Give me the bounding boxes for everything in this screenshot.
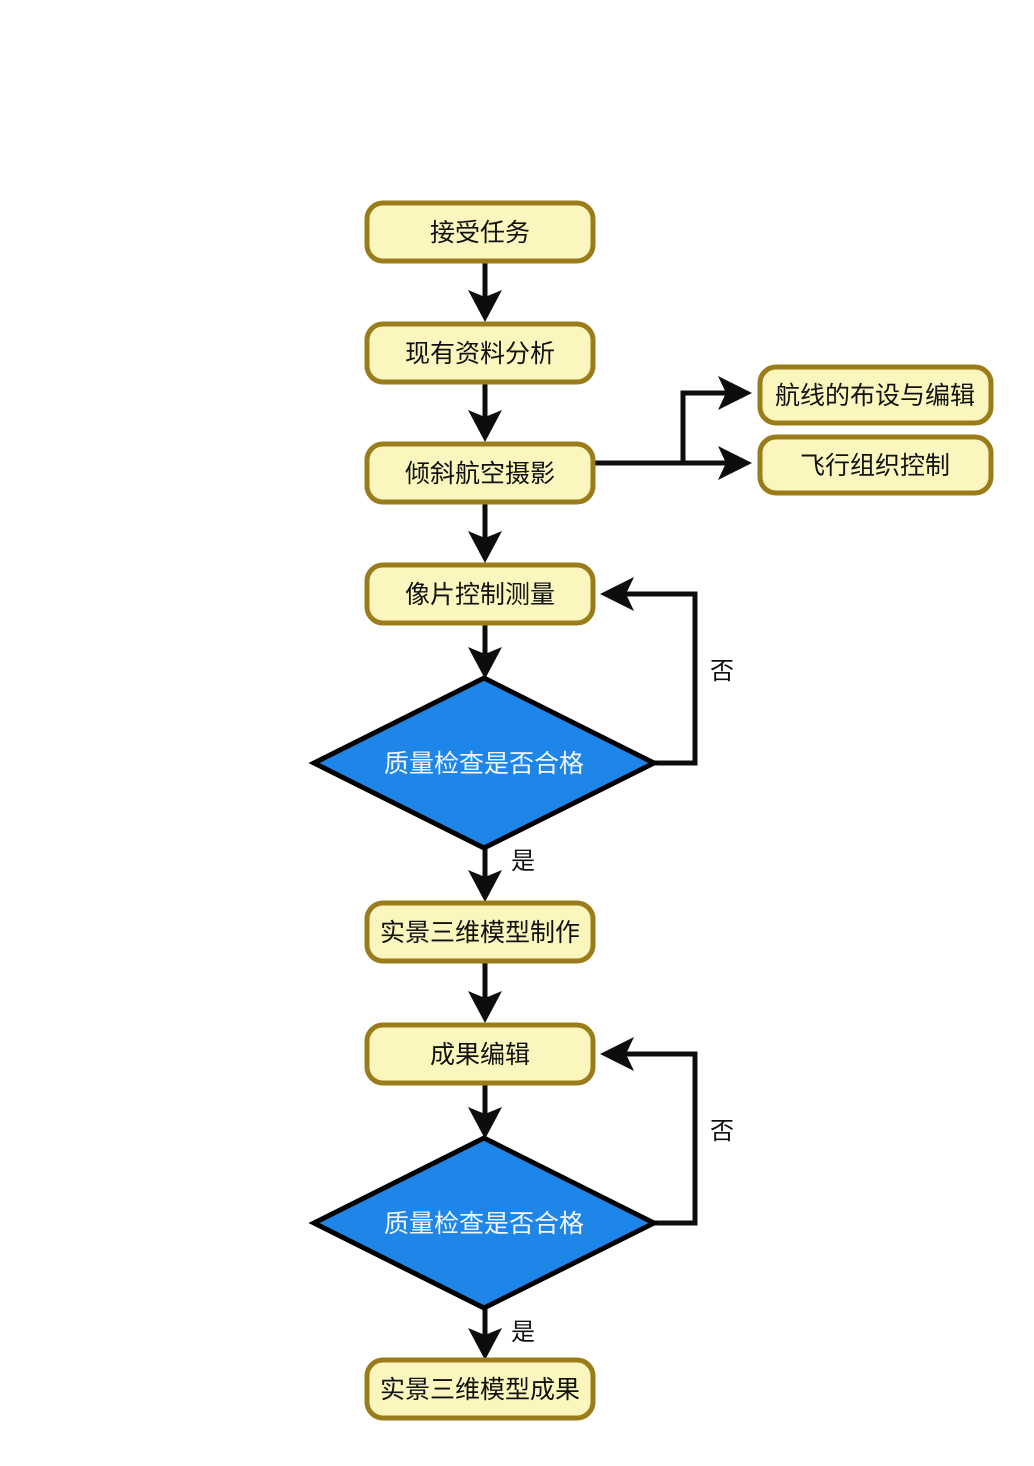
node-shape [757, 364, 994, 426]
node-shape [364, 441, 596, 505]
node-route-layout-and-editing[interactable]: 航线的布设与编辑 [757, 364, 994, 426]
node-quality-check-2[interactable]: 质量检查是否合格 [308, 1135, 660, 1311]
node-label: 倾斜航空摄影 [405, 459, 555, 488]
decision-label: 质量检查是否合格 [384, 1209, 584, 1238]
node-label: 现有资料分析 [405, 339, 555, 368]
node-shape [364, 900, 596, 964]
node-photo-control-survey[interactable]: 像片控制测量 [364, 562, 596, 626]
connector-n7-n6-loop [600, 577, 698, 766]
connectors-layer [468, 261, 752, 1360]
edge-label-yes-2: 是 [511, 1318, 535, 1346]
node-label: 实景三维模型成果 [380, 1375, 580, 1404]
connector-n6-n7 [468, 623, 502, 679]
connector-n10-n9-loop [600, 1037, 698, 1226]
connector-n9-n10 [468, 1083, 502, 1139]
node-shape [364, 200, 596, 264]
node-label: 飞行组织控制 [800, 451, 950, 480]
connector-n3-branch [593, 376, 752, 480]
edge-label-yes-1: 是 [511, 847, 535, 875]
connector-n2-n3 [468, 382, 502, 442]
node-shape [364, 1357, 596, 1421]
edge-label-no-1: 否 [710, 657, 734, 685]
node-label: 接受任务 [430, 218, 530, 247]
node-3d-model-result[interactable]: 实景三维模型成果 [364, 1357, 596, 1421]
node-label: 实景三维模型制作 [380, 918, 580, 947]
connector-n1-n2 [468, 261, 502, 322]
connector-n3-n6 [468, 502, 502, 563]
node-shape [757, 434, 994, 496]
nodes-layer: 接受任务 现有资料分析 倾斜航空摄影 航线的布设与编辑 飞行组织控制 像片控制测 [308, 200, 994, 1421]
node-3d-model-production[interactable]: 实景三维模型制作 [364, 900, 596, 964]
node-quality-check-1[interactable]: 质量检查是否合格 [308, 675, 660, 851]
connector-n10-n11 [468, 1308, 502, 1360]
node-accept-task[interactable]: 接受任务 [364, 200, 596, 264]
decision-shape [308, 675, 660, 851]
node-existing-data-analysis[interactable]: 现有资料分析 [364, 321, 596, 385]
decision-label: 质量检查是否合格 [384, 749, 584, 778]
node-flight-organization-control[interactable]: 飞行组织控制 [757, 434, 994, 496]
decision-shape [308, 1135, 660, 1311]
connector-n8-n9 [468, 961, 502, 1023]
node-label: 像片控制测量 [405, 580, 555, 609]
connector-n7-n8 [468, 848, 502, 902]
node-shape [364, 1022, 596, 1086]
node-oblique-aerial-photography[interactable]: 倾斜航空摄影 [364, 441, 596, 505]
node-label: 成果编辑 [430, 1040, 530, 1069]
edge-labels-layer: 否 是 否 是 [511, 657, 734, 1346]
edge-label-no-2: 否 [710, 1117, 734, 1145]
node-shape [364, 321, 596, 385]
node-label: 航线的布设与编辑 [775, 381, 975, 410]
node-shape [364, 562, 596, 626]
node-result-editing[interactable]: 成果编辑 [364, 1022, 596, 1086]
